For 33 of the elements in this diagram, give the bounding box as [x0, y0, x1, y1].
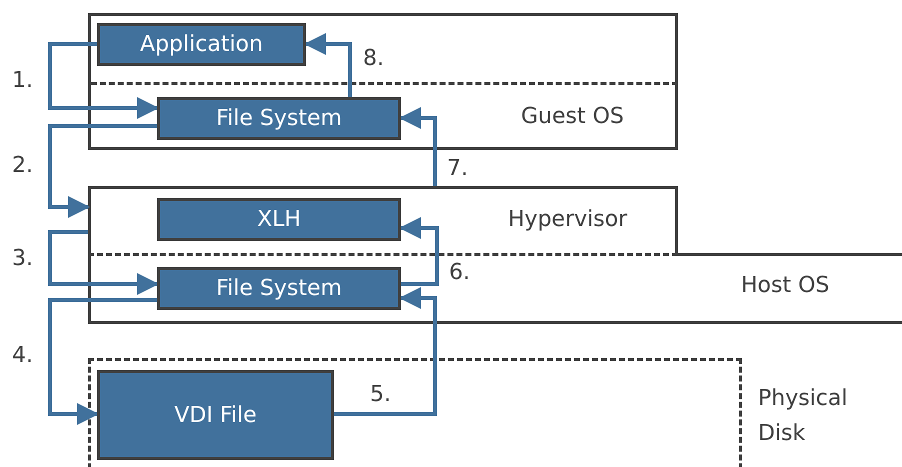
box-label: Application [140, 32, 263, 57]
process-box [157, 267, 401, 310]
hypervisor-panel [88, 186, 678, 256]
step-number: 1. [12, 70, 33, 92]
process-box [157, 97, 401, 140]
flow-arrow [48, 124, 157, 218]
flow-arrow [48, 230, 159, 295]
step-number: 6. [449, 262, 470, 284]
layer-label: Guest OS [521, 104, 624, 130]
file-box [97, 370, 334, 460]
layer-label: Hypervisor [508, 207, 628, 234]
box-label: File System [216, 106, 342, 131]
step-number: 2. [12, 155, 33, 177]
process-box [157, 198, 401, 241]
step-number: 4. [12, 345, 33, 367]
step-number: 5. [370, 384, 391, 406]
application-box [97, 23, 306, 66]
step-number: 7. [447, 158, 468, 180]
layer-label: Host OS [741, 273, 830, 300]
flow-arrow [304, 33, 352, 97]
flow-arrow [48, 42, 159, 119]
guest-os-panel [88, 13, 678, 150]
flow-arrow [399, 217, 439, 286]
box-label: XLH [257, 207, 301, 232]
flow-arrow [399, 107, 437, 186]
flow-arrow [48, 298, 157, 425]
box-label: VDI File [174, 402, 257, 428]
host-os-panel [88, 256, 902, 324]
step-number: 3. [12, 248, 33, 270]
box-label: File System [216, 276, 342, 301]
layer-label: Physical Disk [758, 385, 848, 448]
flow-arrow [334, 287, 437, 416]
step-number: 8. [363, 48, 384, 70]
